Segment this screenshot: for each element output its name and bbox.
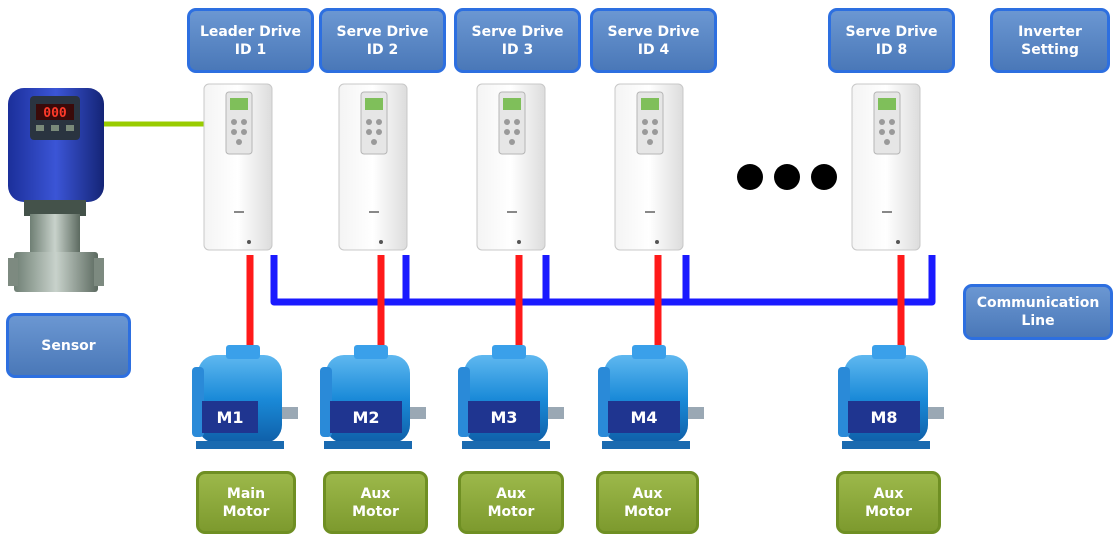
inverter-drive-4 [614,83,684,251]
motor-m1-icon: M1 [192,345,298,449]
inverter-setting-label: Inverter Setting [990,8,1110,73]
more-drives-ellipsis-icon [737,164,837,190]
communication-line-label: Communication Line [963,284,1113,340]
inverter-drive-8 [851,83,921,251]
motor-m2-icon: M2 [320,345,426,449]
pressure-sensor-icon: 000 [8,88,104,292]
inverter-drive-2 [338,83,408,251]
motor-tag-m4: M4 [630,408,657,427]
inverter-drive-3 [476,83,546,251]
sensor-label: Sensor [6,313,131,378]
drive-label-4: Serve Drive ID 4 [590,8,717,73]
drive-label-2: Serve Drive ID 2 [319,8,446,73]
power-lines [246,255,905,348]
motor-tag-m8: M8 [870,408,897,427]
motor-m8-icon: M8 [838,345,944,449]
motor-role-2: Aux Motor [323,471,428,534]
inverter-drive-1 [203,83,273,251]
motor-tag-m1: M1 [216,408,243,427]
communication-bus [270,255,936,306]
motor-tag-m2: M2 [352,408,379,427]
sensor-display-value: 000 [43,106,67,121]
motor-role-4: Aux Motor [596,471,699,534]
motor-m3-icon: M3 [458,345,564,449]
drive-label-3: Serve Drive ID 3 [454,8,581,73]
drive-label-8: Serve Drive ID 8 [828,8,955,73]
motor-tag-m3: M3 [490,408,517,427]
motor-role-3: Aux Motor [458,471,564,534]
motor-role-1: Main Motor [196,471,296,534]
motor-role-8: Aux Motor [836,471,941,534]
motor-m4-icon: M4 [598,345,704,449]
drive-label-1: Leader Drive ID 1 [187,8,314,73]
